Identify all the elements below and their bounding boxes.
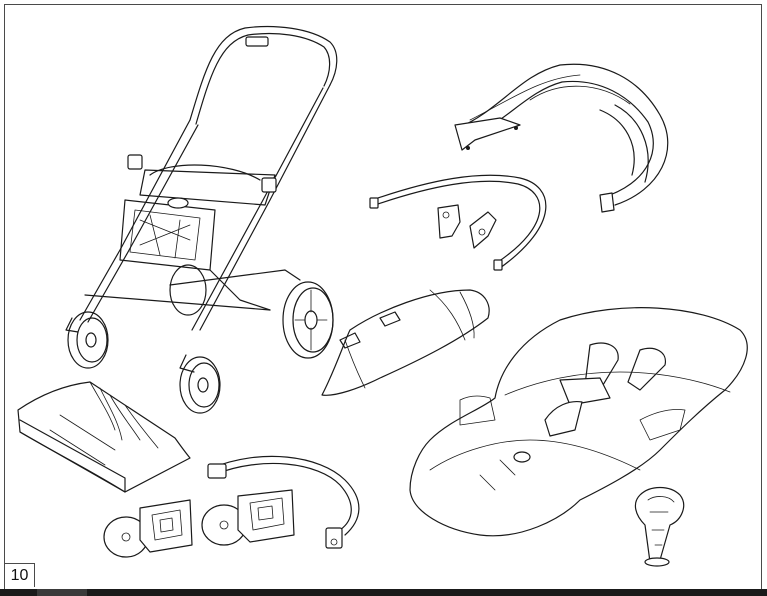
hub-adapters-icon <box>103 489 295 558</box>
page-frame <box>4 4 762 590</box>
footer-bar <box>0 589 767 596</box>
rolled-cover-icon <box>321 289 490 396</box>
canopy-adapters-icon <box>437 204 497 249</box>
footer-bar-accent <box>37 589 87 596</box>
cup-holder-icon <box>634 486 685 567</box>
canopy-icon <box>454 63 669 213</box>
footmuff-icon <box>17 381 191 493</box>
seat-pad-with-harness-icon <box>409 307 748 537</box>
bumper-bar-icon <box>207 455 360 549</box>
page-number: 10 <box>4 563 35 587</box>
canopy-wire-icon <box>369 174 547 271</box>
stroller-frame-icon <box>65 25 338 414</box>
